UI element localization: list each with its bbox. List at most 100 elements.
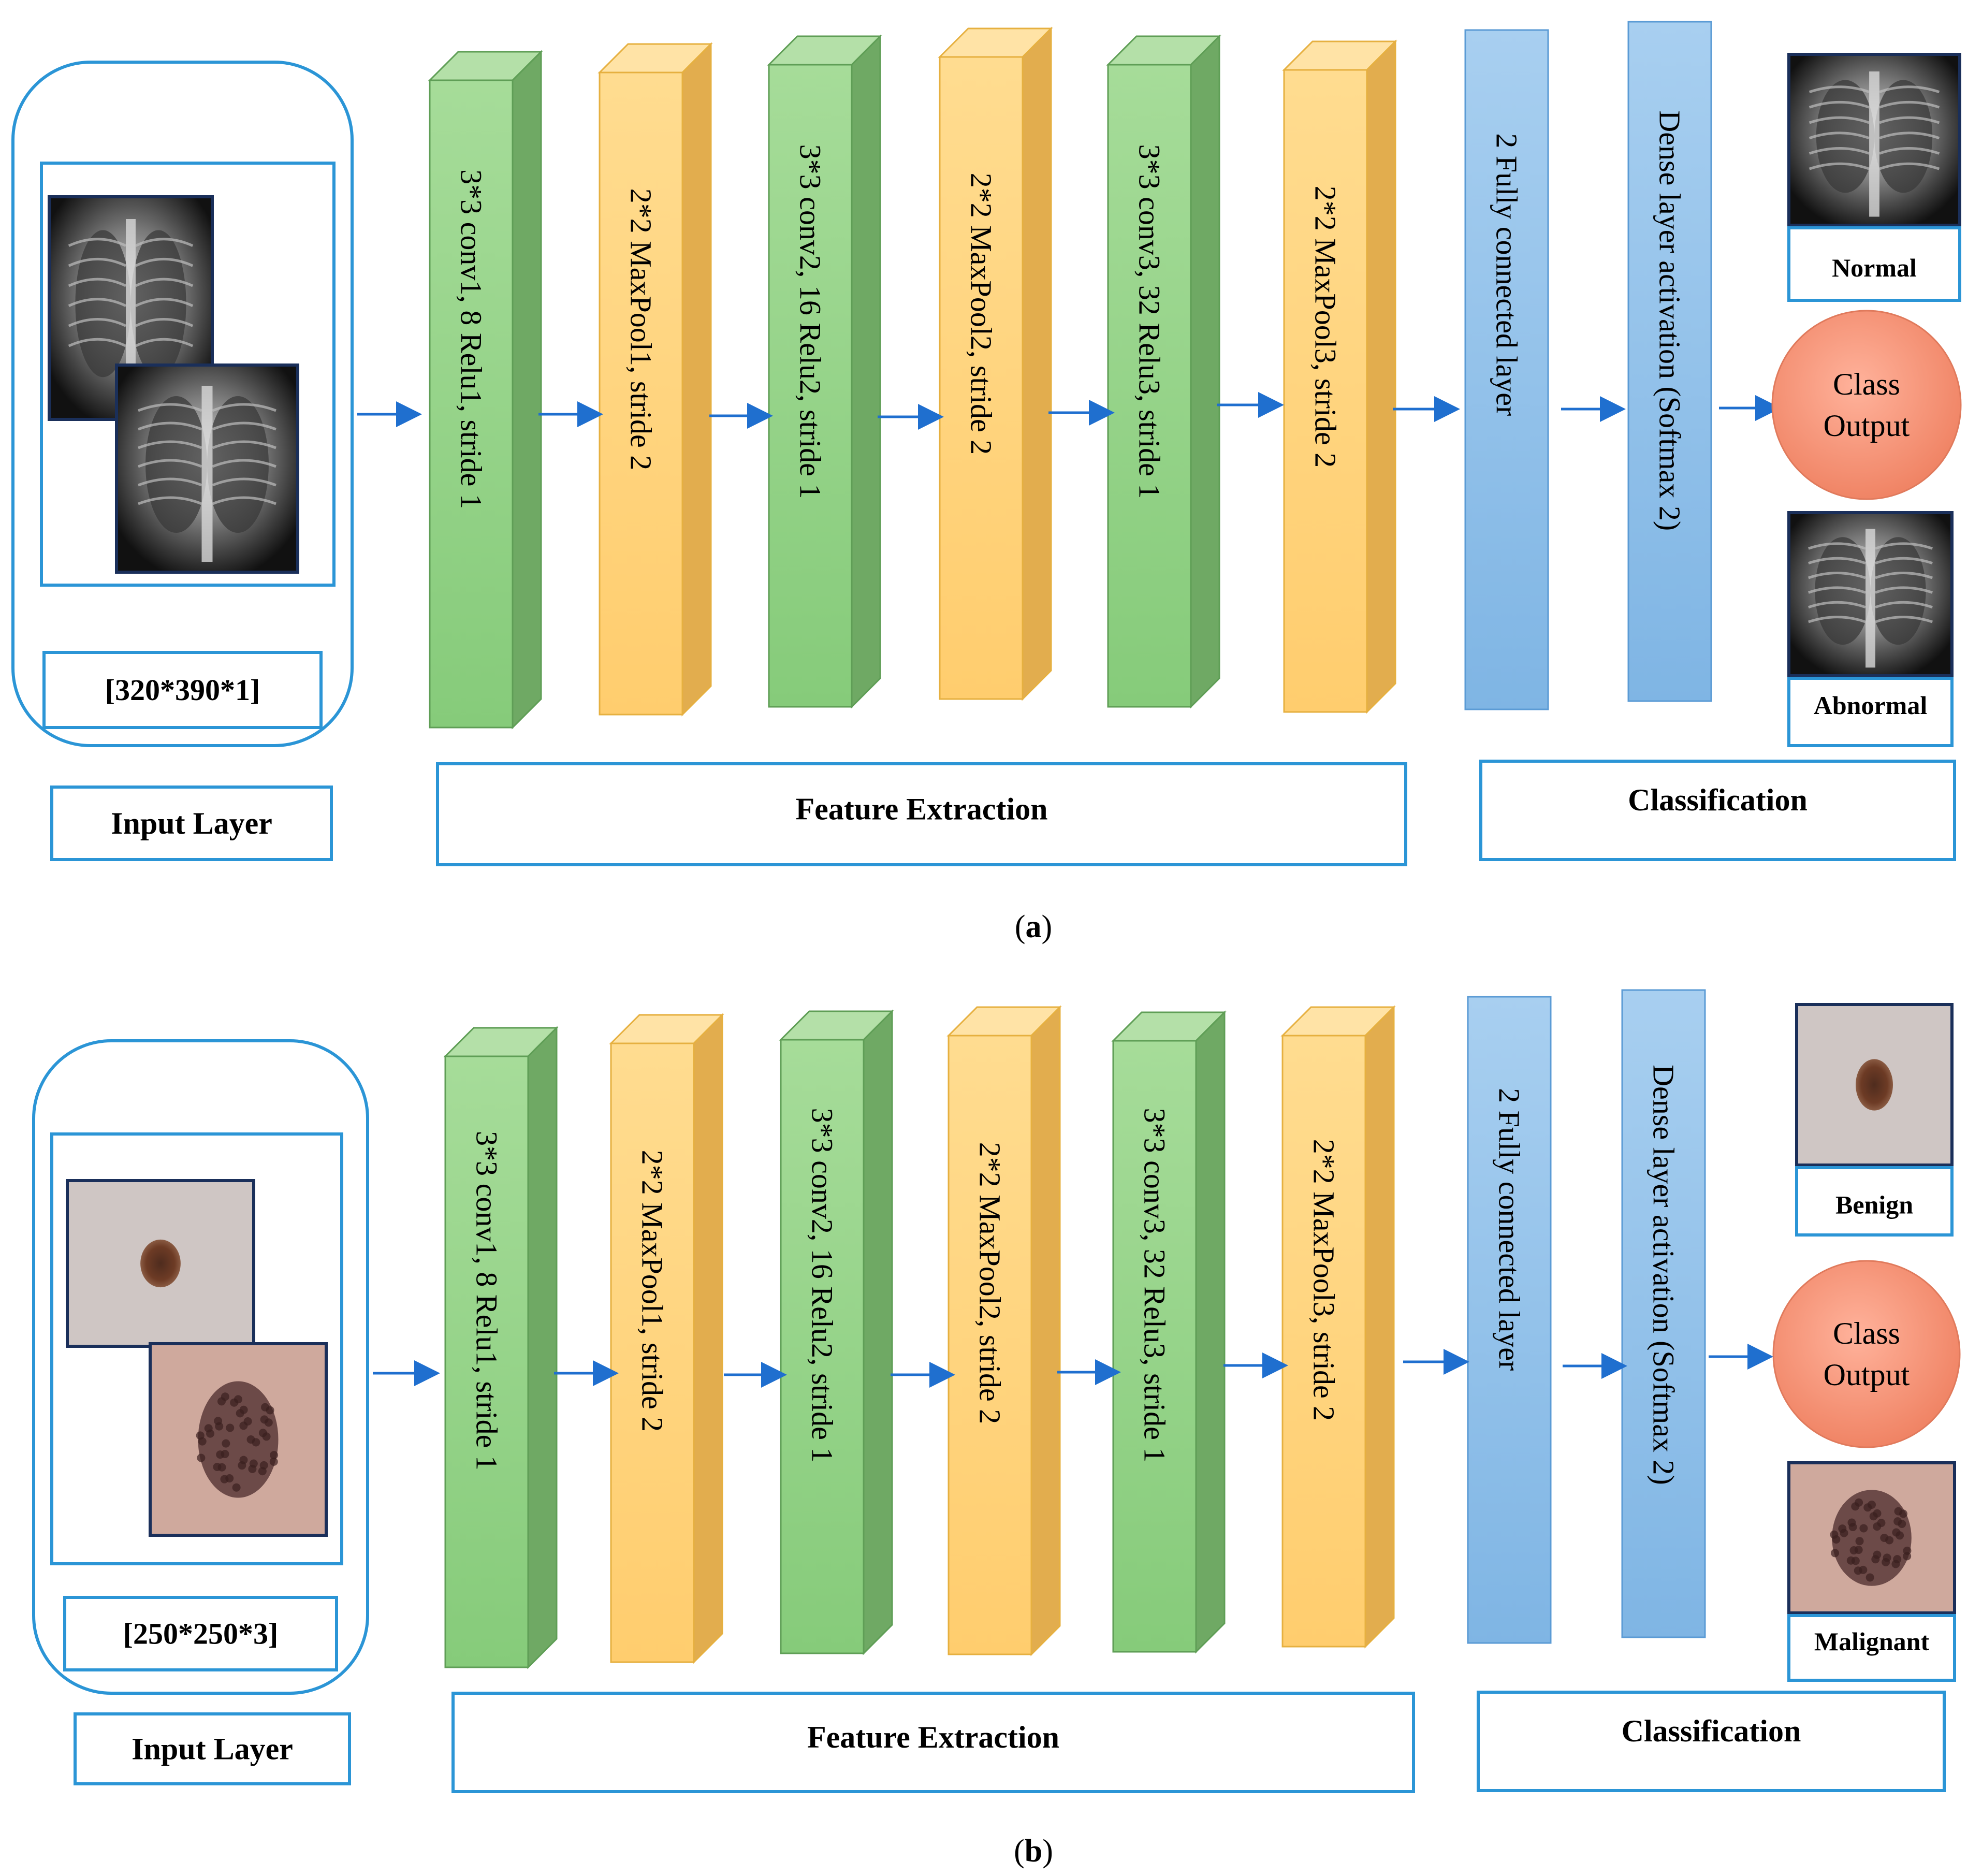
feature-extraction-box [451, 1692, 1415, 1793]
rib-shape [68, 318, 127, 327]
layer-label: 2*2 MaxPool2, stride 2 [965, 173, 998, 455]
spine-shape [1866, 529, 1875, 668]
class-label-box-top [1795, 1166, 1954, 1237]
block-side-face [863, 1009, 893, 1655]
layer-label: 3*3 conv2, 16 Relu2, stride 1 [794, 144, 827, 499]
mole-speck [266, 1406, 274, 1415]
mole-speck [243, 1417, 252, 1426]
rib-shape [1809, 162, 1870, 170]
block-front-face [1112, 1040, 1197, 1653]
block-front-face [599, 71, 683, 716]
mole-speck [1830, 1530, 1839, 1539]
input-layer-box [74, 1712, 351, 1785]
pool-block-2: 2*2 MaxPool1, stride 2 [597, 42, 713, 717]
layer-label: 2 Fully connected layer [1490, 133, 1524, 416]
layer-label: 2*2 MaxPool1, stride 2 [636, 1150, 669, 1432]
block-side-face [1190, 34, 1220, 709]
block-side-face [693, 1013, 723, 1664]
rib-shape [68, 298, 127, 307]
panel-caption-a: (a) [1015, 909, 1052, 944]
block-side-face [681, 42, 712, 717]
rib-shape [212, 403, 276, 412]
class-output-circle [1771, 310, 1962, 500]
rib-shape [1879, 85, 1940, 93]
feature-extraction-label: Feature Extraction [795, 792, 1047, 826]
rib-shape [68, 258, 127, 267]
rib-shape [68, 238, 127, 247]
layer-label: Dense layer activation (Softmax 2) [1647, 1065, 1681, 1485]
mole-speck [1831, 1549, 1840, 1558]
conv-block-5: 3*3 conv3, 32 Relu3, stride 1 [1111, 1010, 1227, 1654]
mole-speck [204, 1424, 213, 1433]
layer-label: Dense layer activation (Softmax 2) [1653, 110, 1687, 531]
block-side-face [527, 1026, 558, 1669]
pool-block-4: 2*2 MaxPool2, stride 2 [946, 1005, 1062, 1656]
rib-shape [1875, 542, 1933, 550]
mole-speck [1885, 1536, 1894, 1545]
input-layer-label: Input Layer [111, 806, 272, 840]
mole-speck [1847, 1518, 1856, 1527]
rib-shape [68, 278, 127, 287]
pool-block-2: 2*2 MaxPool1, stride 2 [609, 1013, 724, 1664]
layer-label: 2*2 MaxPool3, stride 2 [1309, 186, 1343, 468]
mole-speck [220, 1475, 229, 1484]
class-label-box-top [1787, 226, 1961, 302]
mole-speck [1898, 1519, 1906, 1528]
mole-shape [140, 1239, 181, 1288]
mole-speck [221, 1392, 229, 1401]
rib-shape [135, 238, 194, 247]
rib-shape [212, 440, 276, 449]
mole-speck [196, 1431, 205, 1440]
rib-shape [1875, 616, 1933, 623]
mole-speck [1838, 1524, 1847, 1533]
layer-label: 3*3 conv3, 32 Relu3, stride 1 [1138, 1108, 1172, 1463]
class-label-box-bottom [1787, 1614, 1956, 1682]
mole-speck [1877, 1519, 1886, 1528]
block-front-face [939, 56, 1024, 700]
block-side-face [1022, 26, 1052, 701]
input-size-label: [250*250*3] [123, 1617, 279, 1651]
block-side-face [1364, 1005, 1395, 1649]
rib-shape [135, 298, 194, 307]
layer-label: 3*3 conv2, 16 Relu2, stride 1 [806, 1108, 839, 1463]
class-output-label-line1: Class [1833, 1316, 1900, 1350]
rib-shape [1809, 85, 1870, 93]
fc-rect [1627, 21, 1712, 702]
rib-shape [138, 459, 202, 468]
mole-speck [1849, 1546, 1858, 1555]
mole-speck [1903, 1552, 1912, 1561]
layer-label: 3*3 conv3, 32 Relu3, stride 1 [1133, 144, 1167, 499]
rib-shape [1809, 132, 1870, 140]
mole-speck [214, 1417, 223, 1426]
mole-speck [222, 1439, 230, 1448]
rib-shape [1879, 100, 1940, 109]
rib-shape [1808, 572, 1866, 579]
class-label-normal: Normal [1832, 253, 1917, 282]
rib-shape [135, 318, 194, 327]
mole-speck [1846, 1556, 1855, 1565]
input-container [32, 1039, 369, 1695]
conv-block-5: 3*3 conv3, 32 Relu3, stride 1 [1106, 34, 1221, 709]
mole-speck [238, 1461, 246, 1470]
fc-rect [1464, 29, 1549, 710]
pool-block-6: 2*2 MaxPool3, stride 2 [1282, 39, 1397, 714]
block-front-face [1283, 69, 1368, 713]
mole-speck [1891, 1560, 1900, 1568]
rib-shape [138, 421, 202, 431]
mole-speck [269, 1457, 278, 1466]
block-side-face [1030, 1005, 1061, 1656]
feature-extraction-box [436, 762, 1407, 866]
mole-speck [234, 1395, 242, 1404]
mole-speck [226, 1423, 235, 1432]
conv-block-3: 3*3 conv2, 16 Relu2, stride 1 [779, 1009, 894, 1655]
rib-shape [212, 496, 276, 505]
layer-label: 3*3 conv1, 8 Relu1, stride 1 [455, 169, 488, 509]
fc-rect [1621, 989, 1706, 1638]
mole-speck [270, 1451, 279, 1460]
mole-speck [232, 1483, 241, 1492]
input-image-frame [40, 162, 336, 587]
panel-caption-b: (b) [1014, 1834, 1053, 1869]
classification-label: Classification [1622, 1714, 1801, 1748]
classification-box [1477, 1691, 1946, 1792]
